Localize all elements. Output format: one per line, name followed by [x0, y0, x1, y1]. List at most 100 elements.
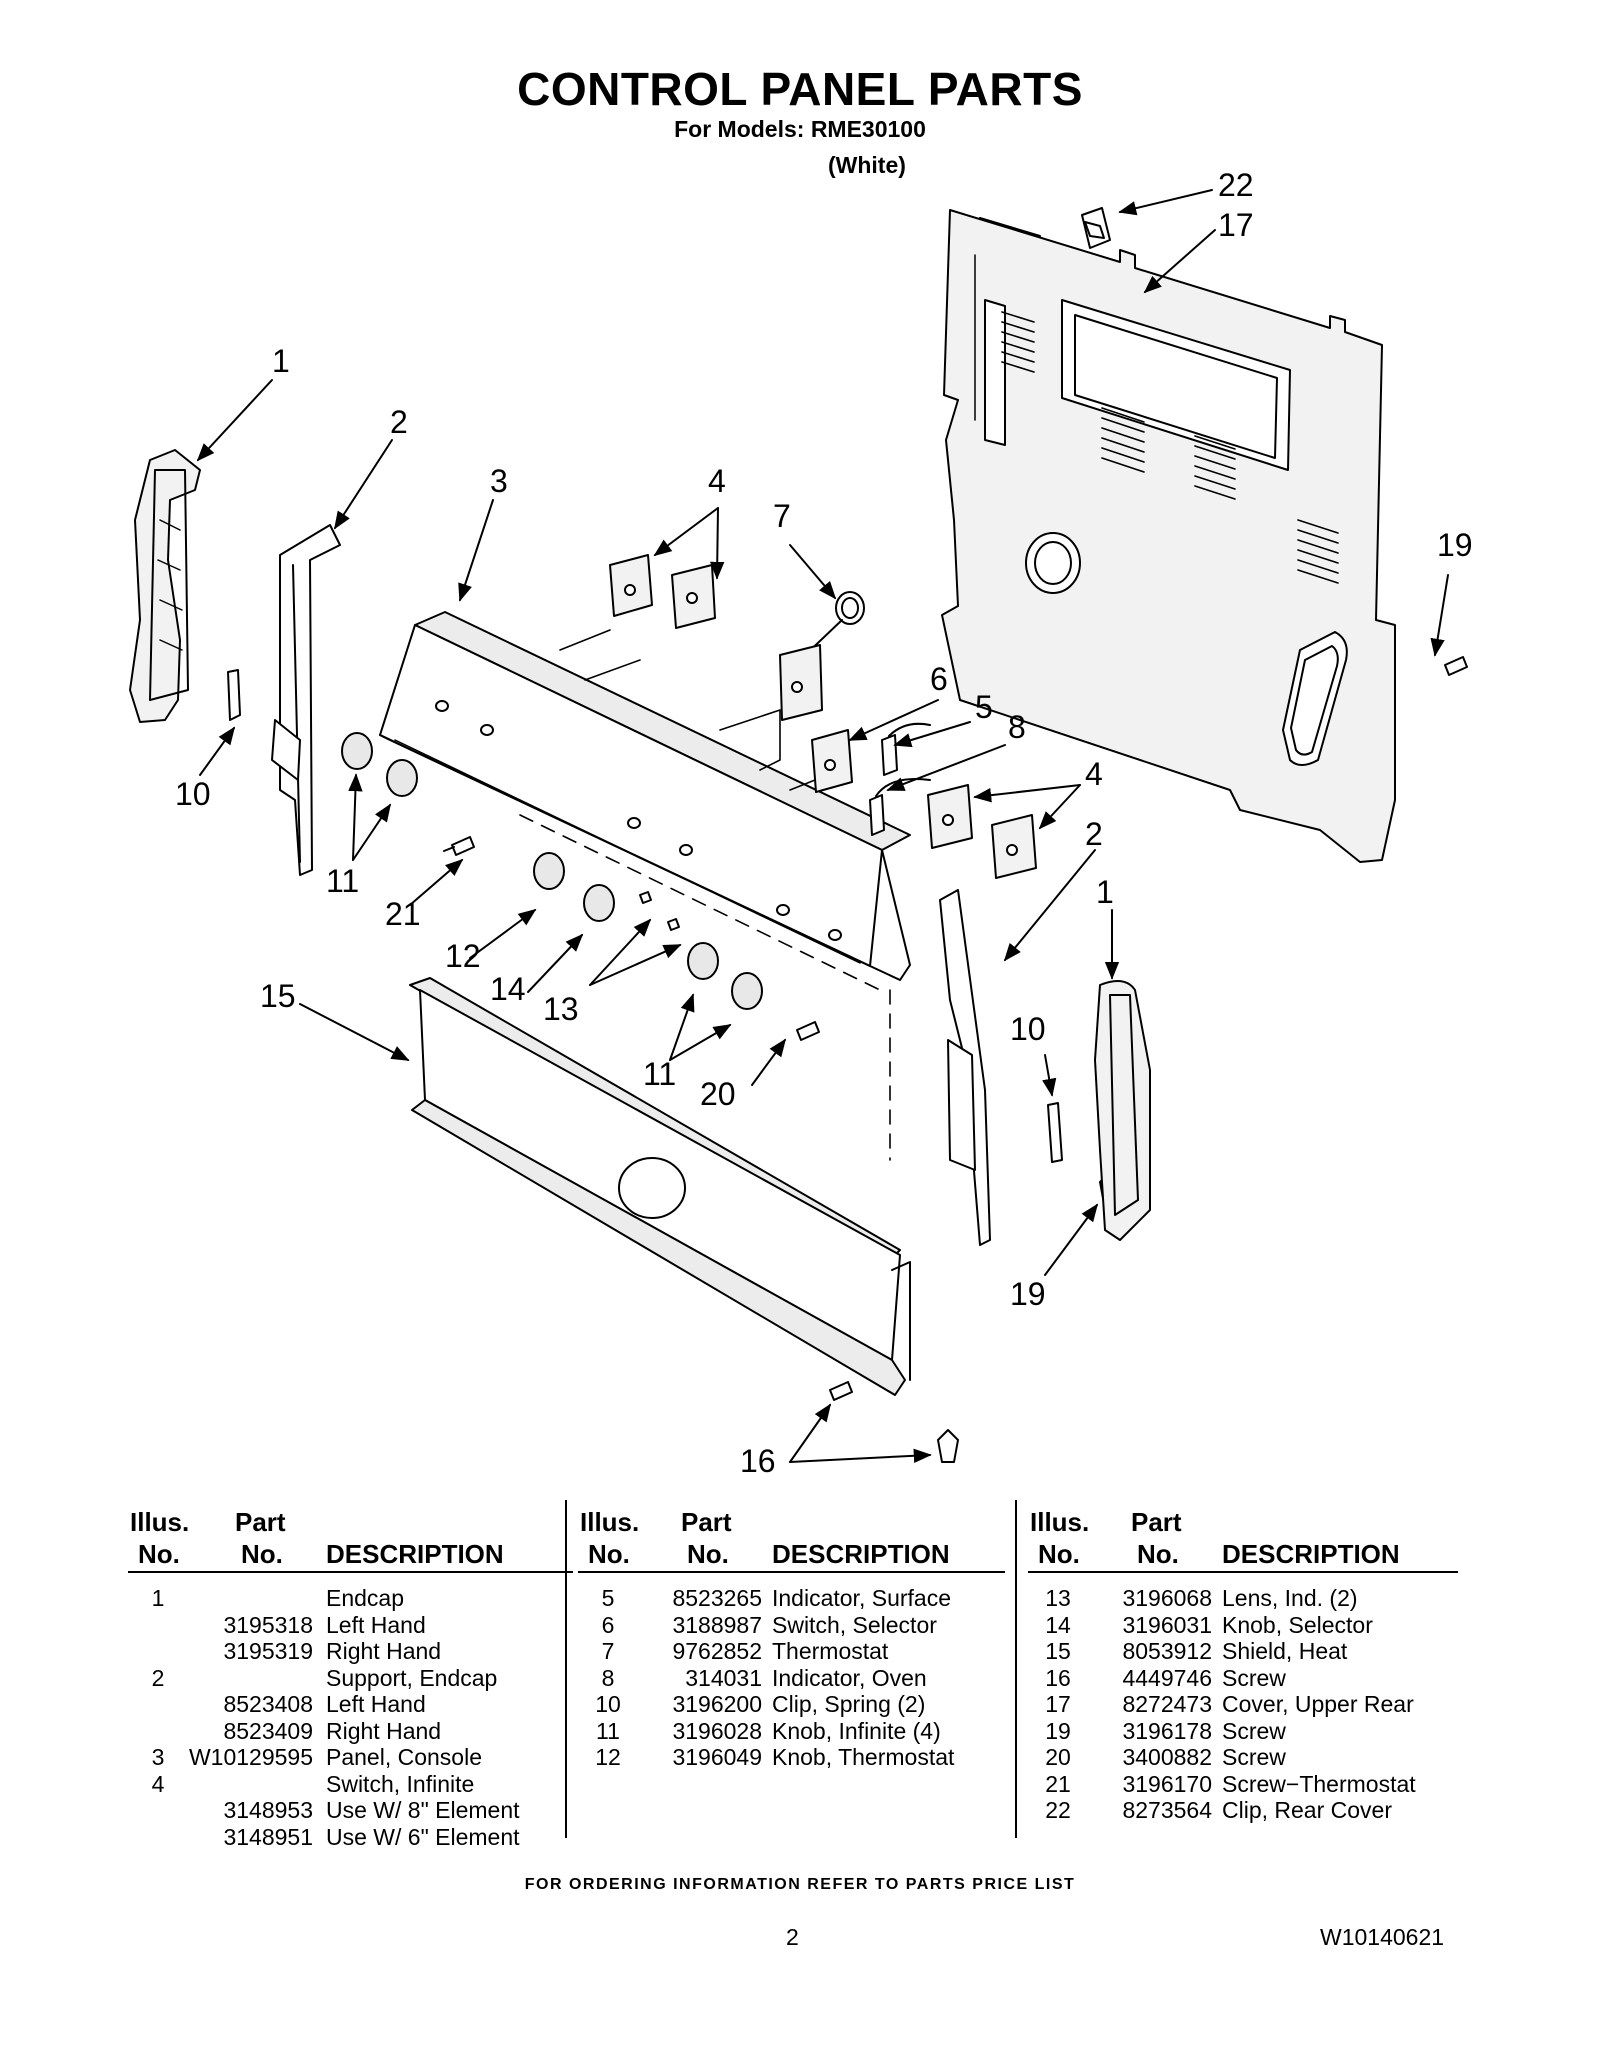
part-description: Panel, Console — [326, 1744, 482, 1770]
console-panel — [379, 611, 911, 981]
part-description: Screw — [1222, 1664, 1286, 1691]
infinite-switch-lower — [927, 784, 1037, 879]
part-description: Cover, Upper Rear — [1222, 1691, 1414, 1717]
header-illus: Illus. — [580, 1507, 640, 1537]
part-description: Knob, Thermostat — [772, 1744, 955, 1770]
page-header: CONTROL PANEL PARTS For Models: RME30100 — [0, 62, 1600, 143]
table-row: 4 Switch, Infinite — [128, 1771, 573, 1798]
part-number: 3196049 — [672, 1744, 762, 1770]
illus-number: 7 — [601, 1638, 615, 1664]
header-part: Part — [1131, 1507, 1182, 1537]
callout-11-left: 11 — [326, 863, 359, 899]
part-description: Screw — [1222, 1744, 1286, 1770]
part-number: 8272473 — [1122, 1691, 1212, 1717]
exploded-parts-diagram: 22 17 1 2 3 4 7 19 6 5 8 4 2 1 10 11 21 … — [129, 167, 1473, 1479]
header-part-no: No. — [687, 1539, 729, 1569]
part-description: Knob, Infinite (4) — [772, 1717, 941, 1744]
header-illus: Illus. — [1030, 1507, 1090, 1537]
header-part-no: No. — [241, 1539, 283, 1569]
part-number: 3196178 — [1122, 1717, 1212, 1744]
callout-11-center: 11 — [643, 1056, 676, 1092]
header-illus-no: No. — [138, 1539, 180, 1569]
illus-number: 6 — [601, 1611, 615, 1638]
part-number: 3148953 — [223, 1797, 313, 1823]
illus-number: 22 — [1045, 1797, 1071, 1823]
callout-19-bottom: 19 — [1010, 1276, 1046, 1312]
illus-number: 13 — [1045, 1585, 1071, 1611]
part-number: 314031 — [685, 1664, 762, 1691]
table-row: 12 3196049 Knob, Thermostat — [578, 1744, 1005, 1771]
part-number: 9762852 — [672, 1638, 762, 1664]
part-number: 3196170 — [1122, 1770, 1212, 1797]
part-number: 8523408 — [223, 1691, 313, 1717]
callout-19-top: 19 — [1437, 527, 1473, 563]
callout-4-top: 4 — [708, 463, 726, 499]
illus-number: 4 — [151, 1770, 165, 1797]
part-number: 8273564 — [1122, 1797, 1212, 1823]
header-illus-no: No. — [1038, 1539, 1080, 1569]
surface-indicator — [881, 722, 931, 776]
model-color: (White) — [828, 152, 906, 178]
callout-12: 12 — [445, 938, 481, 974]
illus-number: 10 — [595, 1691, 621, 1717]
callout-20: 20 — [700, 1076, 736, 1112]
callout-17: 17 — [1218, 207, 1254, 243]
left-endcap-support — [271, 524, 341, 876]
part-description: Shield, Heat — [1222, 1638, 1348, 1664]
part-description: Use W/ 6" Element — [326, 1823, 520, 1850]
callout-15: 15 — [260, 978, 296, 1014]
thermostat — [779, 591, 865, 721]
part-number: 3196068 — [1122, 1585, 1212, 1611]
part-number: 3148951 — [223, 1823, 313, 1850]
callout-numbers: 22 17 1 2 3 4 7 19 6 5 8 4 2 1 10 11 21 … — [175, 167, 1473, 1479]
part-description: Indicator, Oven — [772, 1664, 927, 1691]
part-number: 8523265 — [672, 1585, 762, 1611]
column-divider — [1015, 1500, 1017, 1838]
part-description: Clip, Rear Cover — [1222, 1797, 1392, 1823]
knobs — [341, 732, 763, 1010]
models-line: For Models: RME30100 — [674, 116, 926, 142]
leader-lines — [196, 189, 1449, 1464]
part-description: Left Hand — [326, 1611, 426, 1638]
illus-number: 14 — [1045, 1611, 1071, 1638]
callout-2-top: 2 — [390, 404, 408, 440]
parts-column-1-header: Illus. No. Part No. DESCRIPTION — [128, 1495, 573, 1573]
rear-cover-clip — [1081, 207, 1111, 249]
illus-number: 15 — [1045, 1638, 1071, 1664]
callout-13: 13 — [543, 991, 579, 1027]
part-description: Left Hand — [326, 1691, 426, 1717]
part-description: Switch, Infinite — [326, 1770, 475, 1797]
part-number: 3188987 — [672, 1611, 762, 1638]
illus-number: 12 — [595, 1744, 621, 1770]
header-part: Part — [235, 1507, 286, 1537]
part-number: 4449746 — [1122, 1664, 1212, 1691]
table-row: 8523408 Left Hand — [128, 1691, 573, 1718]
illus-number: 20 — [1045, 1744, 1071, 1770]
illus-number: 1 — [151, 1585, 165, 1611]
part-number: 8523409 — [223, 1717, 313, 1744]
left-endcap — [129, 449, 201, 723]
illus-number: 5 — [601, 1585, 615, 1611]
table-row: 22 8273564 Clip, Rear Cover — [1028, 1797, 1458, 1824]
part-number: 8053912 — [1122, 1638, 1212, 1664]
callout-6: 6 — [930, 661, 948, 697]
part-description: Right Hand — [326, 1638, 442, 1664]
header-part: Part — [681, 1507, 732, 1537]
callout-14: 14 — [490, 971, 526, 1007]
callout-10-right: 10 — [1010, 1011, 1046, 1047]
